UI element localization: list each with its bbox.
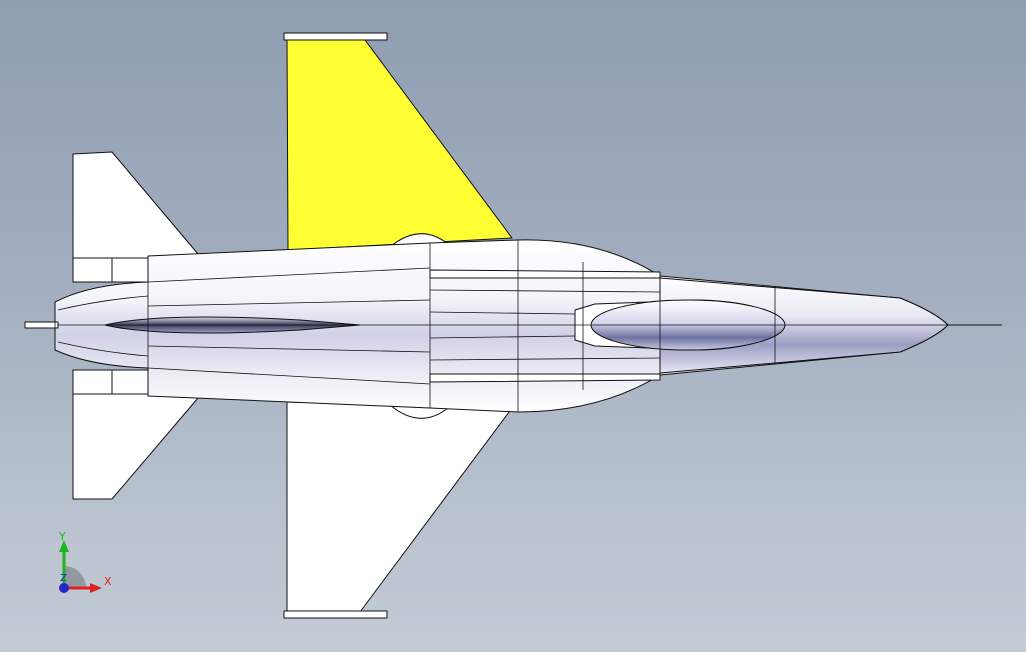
triad-origin xyxy=(59,583,69,593)
lower-strake xyxy=(429,373,661,383)
left-wing xyxy=(286,401,513,613)
triad-z-label: Z xyxy=(60,573,67,584)
upper-strake xyxy=(429,269,661,279)
triad-x-arrowhead xyxy=(90,583,102,593)
triad-x-label: X xyxy=(104,575,112,588)
triad-y-label: Y xyxy=(59,530,66,543)
reference-triad: Y X Z xyxy=(48,528,120,600)
triad-y-arrowhead xyxy=(59,540,69,552)
left-wingtip-missile xyxy=(283,610,388,619)
right-wing xyxy=(286,35,513,251)
triad-rotation-arc xyxy=(64,566,86,588)
right-wingtip-missile xyxy=(283,32,388,41)
tail-boom xyxy=(24,321,59,329)
